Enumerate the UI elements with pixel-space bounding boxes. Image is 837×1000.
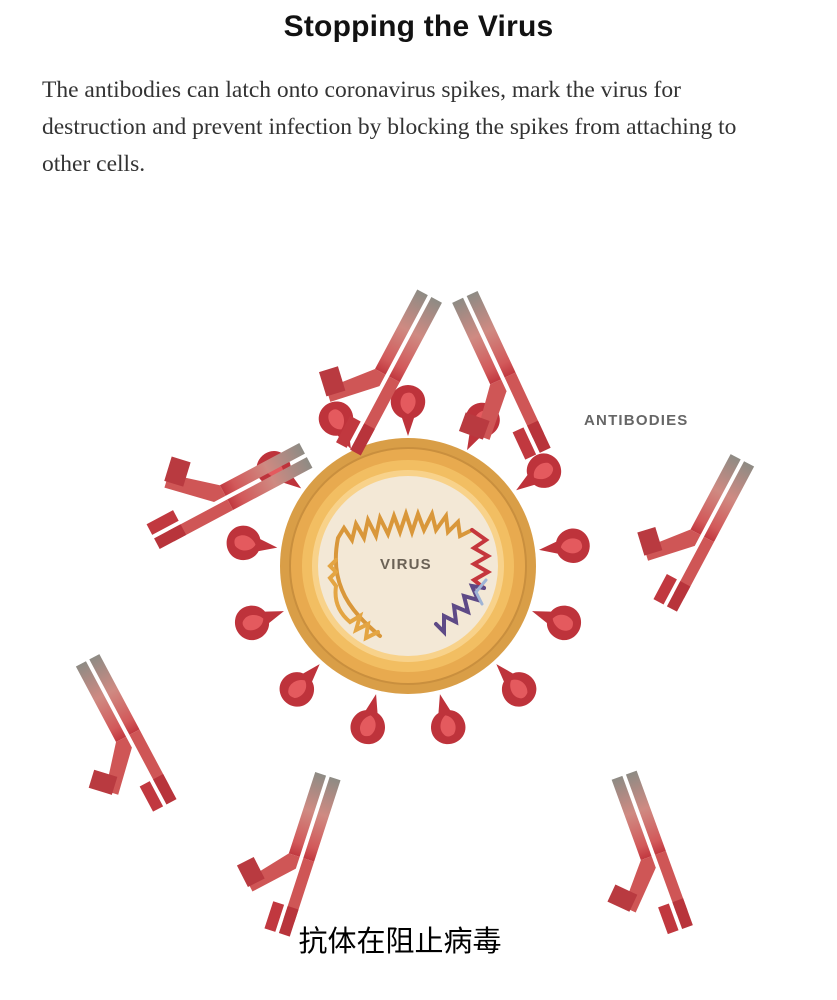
virus-body — [280, 438, 536, 694]
antibody-1 — [293, 267, 442, 456]
antibody-3 — [124, 400, 313, 549]
chinese-caption: 抗体在阻止病毒 — [298, 924, 502, 958]
virus-label: VIRUS — [380, 556, 432, 573]
antibody-4 — [613, 432, 755, 612]
antibody-5 — [35, 654, 177, 834]
page-title: Stopping the Virus — [283, 10, 554, 43]
antibody-6 — [221, 757, 341, 937]
page-subtitle: The antibodies can latch onto coronaviru… — [42, 77, 737, 177]
antibodies-label: ANTIBODIES — [584, 412, 689, 429]
virus-rna — [327, 507, 493, 642]
